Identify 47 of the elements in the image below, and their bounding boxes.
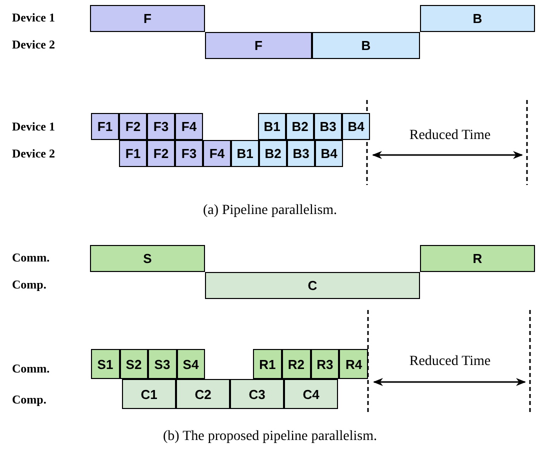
time-block: S4 [176, 349, 205, 379]
time-block: F3 [147, 113, 175, 140]
time-block: S2 [120, 349, 148, 379]
time-block: F [90, 5, 205, 32]
row-label: Device 1 [12, 120, 55, 134]
time-block: B2 [259, 140, 287, 167]
time-block: S [90, 245, 205, 272]
time-block: C [205, 272, 420, 299]
caption: (b) The proposed pipeline parallelism. [163, 429, 377, 445]
time-block: B [312, 32, 420, 59]
caption: (a) Pipeline parallelism. [202, 203, 338, 219]
time-block: B4 [342, 113, 370, 140]
time-block: C4 [284, 379, 338, 409]
time-block: B4 [315, 140, 343, 167]
time-block: F4 [203, 140, 231, 167]
row-label: Device 2 [12, 146, 55, 162]
time-block: F1 [119, 140, 147, 167]
time-block: C1 [122, 379, 176, 409]
row-label: Comp. [12, 392, 46, 408]
time-block: B1 [258, 113, 286, 140]
time-block: R3 [310, 349, 340, 379]
row-label: Comm. [12, 250, 50, 266]
time-block: R2 [282, 349, 311, 379]
time-block: F4 [175, 113, 203, 140]
time-block: R4 [339, 349, 368, 379]
time-block: F3 [175, 140, 203, 167]
time-block: S1 [91, 349, 120, 379]
time-block: B [420, 5, 535, 32]
time-block: C3 [230, 379, 284, 409]
row-label: Device 1 [12, 10, 55, 26]
row-label: Comp. [12, 278, 46, 292]
row-label: Comm. [12, 362, 50, 376]
time-block: F2 [119, 113, 147, 140]
time-block: C2 [176, 379, 230, 409]
time-block: B1 [231, 140, 259, 167]
time-block: B2 [286, 113, 314, 140]
dimension-label: Reduced Time [409, 354, 491, 370]
row-label: Device 2 [12, 38, 55, 52]
time-block: R [420, 245, 535, 272]
time-block: R1 [253, 349, 282, 379]
time-block: S3 [148, 349, 176, 379]
time-block: B3 [287, 140, 315, 167]
time-block: B3 [314, 113, 342, 140]
time-block: F2 [147, 140, 175, 167]
time-block: F1 [91, 113, 119, 140]
time-block: F [205, 32, 312, 59]
dimension-label: Reduced Time [409, 128, 491, 144]
